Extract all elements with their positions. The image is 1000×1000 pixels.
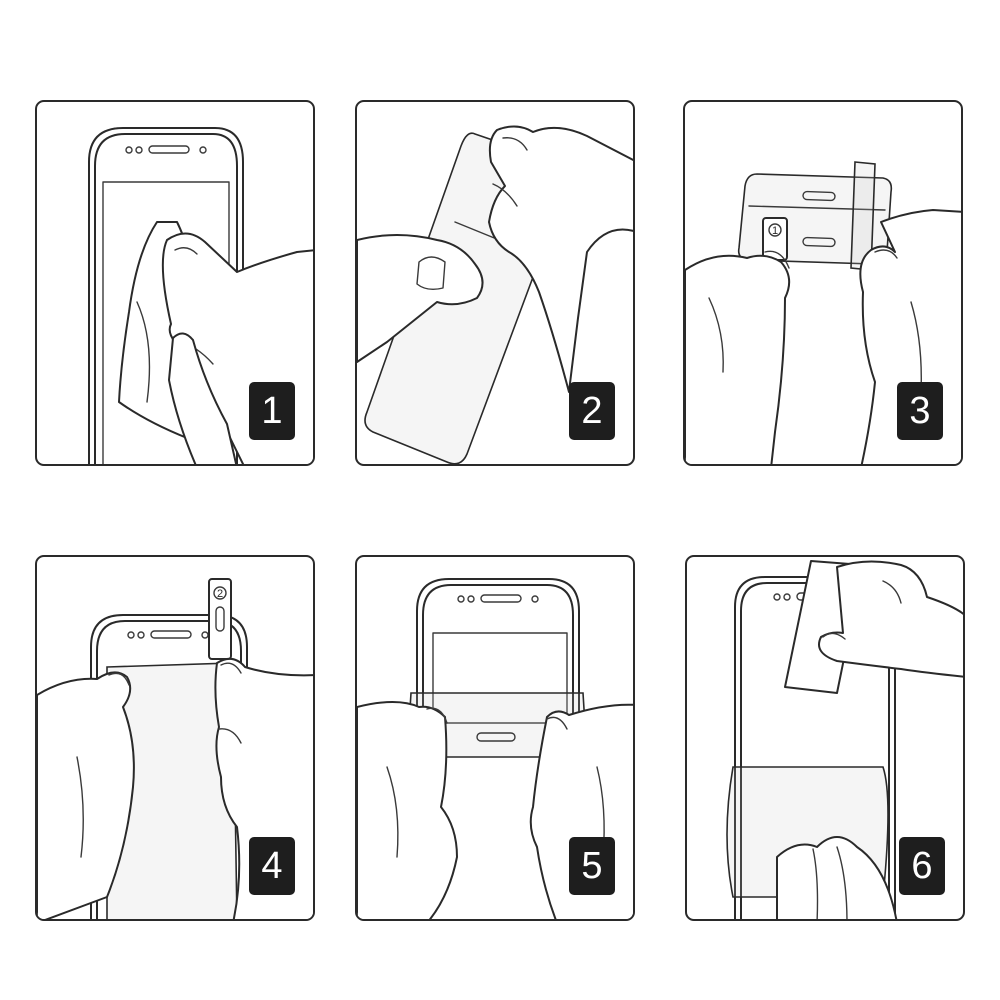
step-3-illustration: 1 [685, 161, 961, 464]
step-3-panel: 1 3 [683, 100, 963, 466]
step-6-panel: 6 [685, 555, 965, 921]
right-hand-top [818, 560, 963, 678]
step-2-illustration [357, 125, 633, 464]
right-hand [488, 125, 633, 393]
step-number-badge: 4 [249, 837, 295, 895]
step-number-badge: 5 [569, 837, 615, 895]
step-number-badge: 6 [899, 837, 945, 895]
tab-one: 1 [762, 217, 788, 261]
step-2-panel: 2 [355, 100, 635, 466]
left-hand [357, 701, 458, 919]
left-hand [357, 234, 484, 363]
phone [90, 614, 248, 919]
left-hand-bottom [776, 836, 898, 919]
tab-one-label: 1 [772, 225, 778, 237]
step-4-panel: 2 4 [35, 555, 315, 921]
phone [416, 578, 580, 919]
tab-two-label: 2 [217, 588, 223, 600]
left-hand [37, 671, 135, 919]
step-1-panel: 1 [35, 100, 315, 466]
tab-two: 2 [208, 578, 232, 660]
step-6-illustration [726, 560, 963, 919]
step-number-badge: 2 [569, 382, 615, 440]
step-5-panel: 5 [355, 555, 635, 921]
step-number-badge: 3 [897, 382, 943, 440]
left-hand [685, 250, 791, 464]
step-number-badge: 1 [249, 382, 295, 440]
